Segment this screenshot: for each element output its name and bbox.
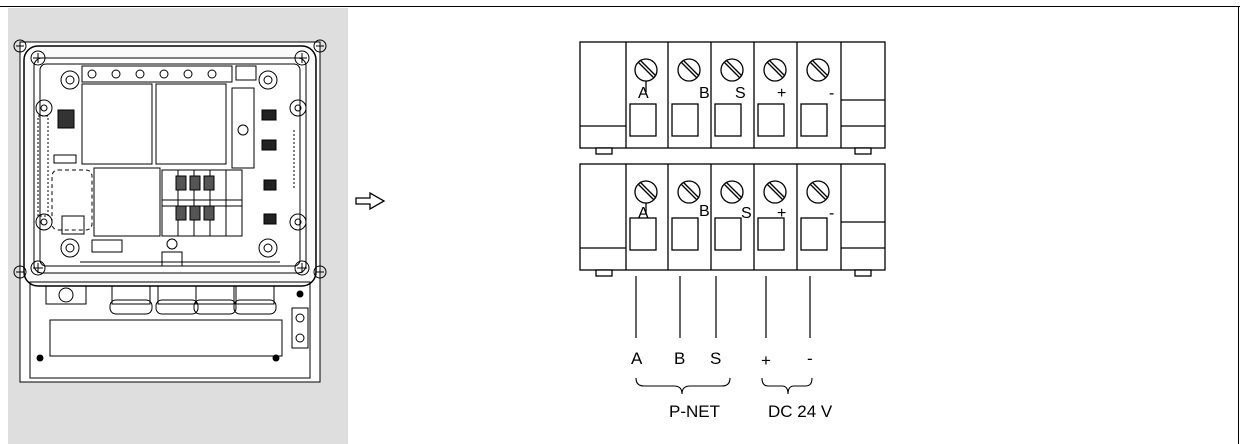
- dc-brace: [761, 377, 813, 395]
- wire-label-b: B: [674, 349, 685, 368]
- group-braces: [635, 377, 813, 395]
- wire-label-s: S: [710, 349, 721, 368]
- group-label-pnet: P-NET: [669, 402, 720, 421]
- relay-block-3: [93, 167, 161, 237]
- terminal-bottom-label-minus: -: [829, 205, 834, 222]
- group-label-dc: DC 24 V: [768, 402, 833, 421]
- device-housing-illustration: [8, 8, 348, 444]
- top-terminal-strip: [81, 65, 257, 83]
- arrow-icon: [355, 191, 386, 211]
- wire-label-a: A: [631, 349, 643, 368]
- cable-glands: [45, 285, 277, 315]
- terminal-bottom-label-a: A: [638, 205, 649, 222]
- terminal-top-label-plus: +: [777, 85, 786, 102]
- terminal-screws-top: [634, 58, 830, 82]
- terminal-sockets-top: [629, 103, 828, 137]
- terminal-sockets-bottom: [629, 217, 828, 251]
- wires: [635, 276, 811, 338]
- terminal-top-label-b: B: [699, 85, 710, 102]
- relay-block-2: [155, 83, 227, 165]
- housing-corner-markers: [13, 39, 327, 279]
- terminal-screws-bottom: [634, 180, 830, 204]
- terminal-top-label-a: A: [638, 85, 649, 102]
- terminal-block-top: [579, 41, 886, 155]
- relay-block-1: [81, 83, 153, 165]
- frame-border: [0, 6, 1240, 444]
- terminal-bottom-label-plus: +: [777, 205, 786, 222]
- middle-terminal-block: [161, 169, 243, 237]
- terminal-bottom-label-s: S: [741, 205, 752, 222]
- terminal-top-label-s: S: [735, 85, 746, 102]
- pnet-brace: [635, 377, 731, 395]
- terminal-bottom-label-b: B: [699, 203, 710, 220]
- terminal-block-bottom: [579, 163, 886, 277]
- corner-screws: [30, 50, 310, 276]
- wire-label-plus: +: [761, 351, 771, 370]
- wire-label-minus: -: [807, 349, 813, 368]
- cable-gland-section: [29, 281, 311, 379]
- terminal-top-label-minus: -: [829, 85, 834, 102]
